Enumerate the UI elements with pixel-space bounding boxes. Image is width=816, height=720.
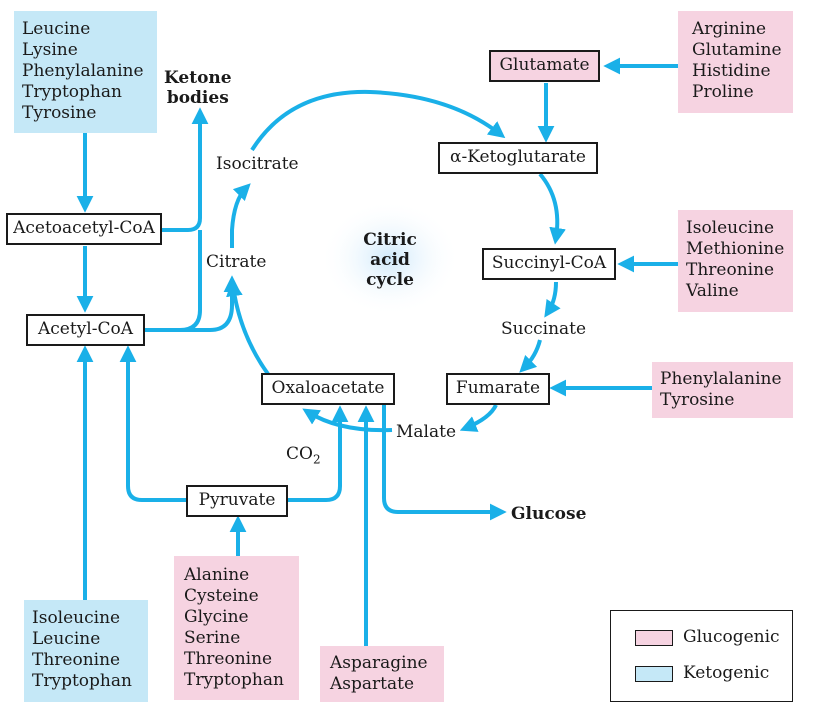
arrow-pyruvate-to-oxaloacetate — [288, 405, 349, 502]
amino-acid-item: Tryptophan — [22, 82, 122, 102]
arrow-isocitrate-to-ketoglutarate — [250, 89, 506, 152]
ketone-bodies-label: Ketone bodies — [164, 68, 232, 108]
amino-acid-item: Tyrosine — [22, 103, 97, 123]
amino-acid-item: Tyrosine — [660, 390, 735, 410]
amino-acid-item: Arginine — [692, 19, 767, 39]
arrow-ketoglutarate-to-succinyl — [538, 172, 566, 245]
arrow-acetyl-to-ketone — [145, 230, 202, 332]
amino-acid-item: Histidine — [692, 61, 771, 81]
co2-label: CO2 — [286, 444, 321, 466]
arrow-malate-to-oxaloacetate — [302, 408, 393, 433]
acetyl-coa-node: Acetyl-CoA — [26, 314, 145, 346]
legend-label-glucogenic: Glucogenic — [683, 627, 780, 647]
ketoglutarate-node: α-Ketoglutarate — [438, 142, 598, 174]
arrow-succinate-to-fumarate — [519, 339, 542, 373]
amino-acid-item: Glycine — [184, 607, 249, 627]
amino-acid-item: Threonine — [32, 650, 121, 670]
amino-acid-item: Asparagine — [330, 653, 428, 673]
co2-subscript: 2 — [312, 452, 321, 467]
malate-label: Malate — [396, 422, 457, 442]
co2-text: CO — [286, 444, 313, 464]
fumarate-node: Fumarate — [446, 373, 550, 405]
acetoacetyl-coa-node: Acetoacetyl-CoA — [6, 213, 162, 245]
amino-acid-item: Tryptophan — [184, 670, 284, 690]
arrow-oxaloacetate-to-glucose — [382, 404, 507, 521]
amino-acid-item: Aspartate — [330, 674, 415, 694]
amino-acid-item: Leucine — [32, 629, 101, 649]
amino-acid-item: Cysteine — [184, 586, 259, 606]
arrow-fumarate-to-malate — [459, 404, 498, 432]
arrow-citrate-to-isocitrate — [230, 183, 251, 248]
oxaloacetate-node: Oxaloacetate — [261, 373, 395, 405]
amino-acid-item: Lysine — [22, 40, 78, 60]
pyruvate-node: Pyruvate — [186, 485, 288, 517]
cycle-glow — [320, 200, 460, 316]
legend-swatch-ketogenic — [635, 666, 673, 682]
amino-acid-item: Isoleucine — [32, 608, 121, 628]
amino-acid-item: Serine — [184, 628, 241, 648]
arrow-pyruvate-to-acetyl — [119, 345, 186, 502]
succinate-label: Succinate — [501, 319, 587, 339]
legend-swatch-glucogenic — [635, 630, 673, 646]
amino-acid-item: Leucine — [22, 19, 91, 39]
arrow-acetyl-to-citrate — [145, 275, 241, 332]
amino-acid-item: Glutamine — [692, 40, 782, 60]
legend: Glucogenic Ketogenic — [610, 610, 793, 702]
amino-acid-item: Phenylalanine — [660, 369, 782, 389]
amino-acid-item: Tryptophan — [32, 671, 132, 691]
amino-acid-item: Methionine — [686, 239, 785, 259]
amino-acid-item: Proline — [692, 82, 754, 102]
amino-acid-item: Phenylalanine — [22, 61, 144, 81]
succinyl-coa-node: Succinyl-CoA — [482, 248, 616, 280]
amino-acid-item: Threonine — [686, 260, 775, 280]
amino-acid-item: Alanine — [184, 565, 250, 585]
amino-acid-item: Isoleucine — [686, 218, 775, 238]
legend-label-ketogenic: Ketogenic — [683, 663, 770, 683]
arrow-acetoacetyl-to-ketone — [162, 107, 209, 232]
arrow-oxaloacetate-to-citrate — [226, 279, 270, 376]
amino-acid-item: Valine — [686, 281, 739, 301]
citric-acid-cycle-label: Citric acid cycle — [363, 230, 417, 290]
isocitrate-label: Isocitrate — [216, 154, 299, 174]
amino-acid-item: Threonine — [184, 649, 273, 669]
citrate-label: Citrate — [206, 252, 267, 272]
glucose-label: Glucose — [511, 504, 587, 524]
glutamate-node: Glutamate — [489, 50, 600, 82]
arrow-succinyl-to-succinate — [544, 281, 561, 318]
